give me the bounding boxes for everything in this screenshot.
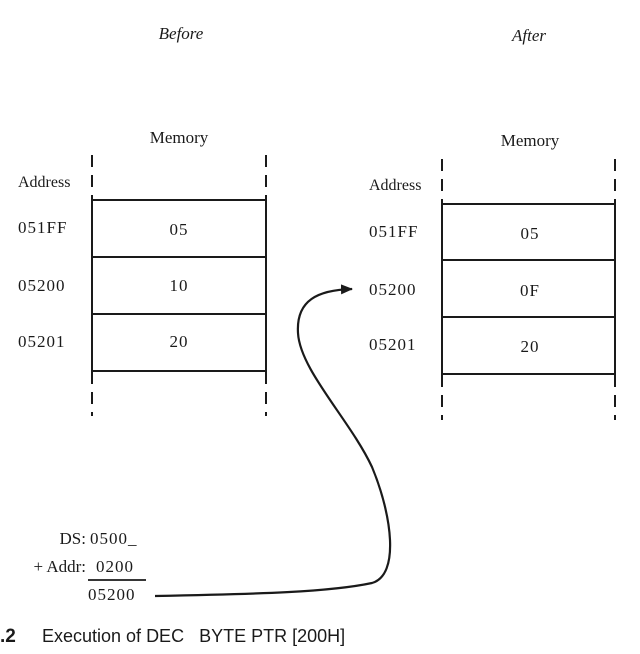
caption-text: Execution of DEC BYTE PTR [200H]: [42, 626, 345, 646]
figure-caption: .2 Execution of DEC BYTE PTR [200H]: [0, 626, 345, 647]
before-heading: Before: [159, 24, 204, 43]
addr-value: 0200: [96, 557, 134, 576]
before-value-05201: 20: [170, 332, 189, 351]
after-value-05201: 20: [521, 337, 540, 356]
after-address-05200: 05200: [369, 280, 417, 299]
before-address-05200: 05200: [18, 276, 66, 295]
ds-label: DS:: [60, 529, 86, 548]
caption-number: .2: [0, 626, 16, 647]
before-cell-05201: [91, 313, 267, 372]
after-address-05201: 05201: [369, 335, 417, 354]
after-address-051ff: 051FF: [369, 222, 418, 241]
after-heading: After: [511, 26, 546, 45]
before-address-051ff: 051FF: [18, 218, 67, 237]
after-value-051ff: 05: [521, 224, 540, 243]
before-address-label: Address: [18, 174, 70, 191]
addr-label: + Addr:: [33, 557, 86, 576]
before-memory-label: Memory: [150, 128, 209, 147]
after-memory-block: Memory Address 051FF 05200 05201 05 0F 2…: [369, 131, 616, 420]
ds-value: 0500_: [90, 529, 138, 548]
after-address-label: Address: [369, 177, 421, 194]
after-value-05200: 0F: [520, 281, 540, 300]
after-cell-05201: [441, 316, 616, 375]
before-memory-block: Memory Address 051FF 05200 05201 05 10 2…: [18, 128, 267, 416]
before-address-05201: 05201: [18, 332, 66, 351]
before-value-05200: 10: [170, 276, 189, 295]
address-arrow: [154, 284, 392, 598]
after-memory-label: Memory: [501, 131, 560, 150]
physical-address-result: 05200: [88, 585, 136, 604]
address-calculation: DS: 0500_ + Addr: 0200 05200: [33, 529, 146, 604]
before-value-051ff: 05: [170, 220, 189, 239]
